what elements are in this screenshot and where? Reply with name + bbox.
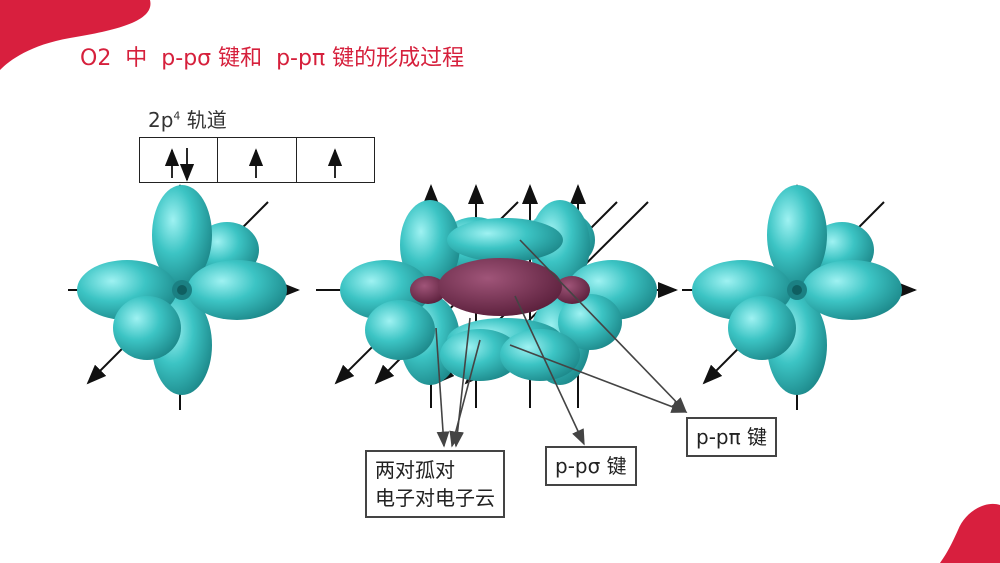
- callout-pointers: [435, 239, 688, 448]
- sigma-bond-small-lobe-left: [410, 276, 446, 304]
- sigma-bond-small-lobe-right: [554, 276, 590, 304]
- sigma-bond-cloud: [438, 258, 562, 316]
- sigma-bond-label: p-pσ 键: [545, 446, 637, 486]
- o2-molecule-orbitals: [316, 184, 678, 408]
- orbital-label: 2p4 轨道: [148, 108, 227, 132]
- right-oxygen-orbitals: [682, 184, 917, 410]
- pi-bond-label: p-pπ 键: [686, 417, 778, 457]
- page-title: O2 中 p-pσ 键和 p-pπ 键的形成过程: [80, 46, 465, 71]
- orbital-boxes: [139, 137, 375, 183]
- orbital-box-1: [140, 138, 219, 182]
- left-oxygen-orbitals: [68, 184, 300, 410]
- electron-arrows: [164, 148, 343, 182]
- orbital-box-2: [218, 138, 297, 182]
- lone-pair-label: 两对孤对 电子对电子云: [365, 450, 505, 518]
